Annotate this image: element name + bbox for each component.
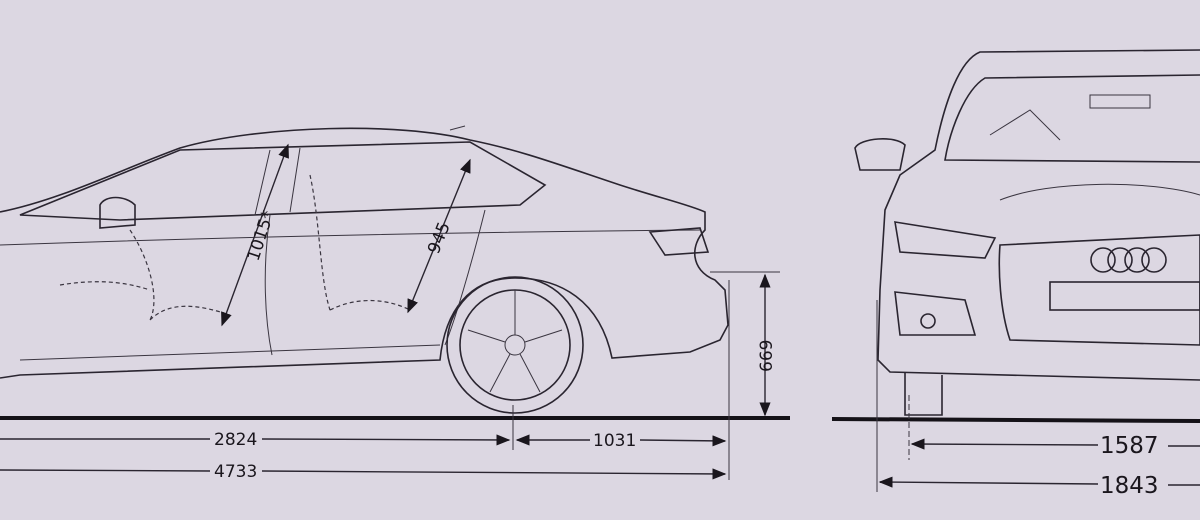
- wheelbase-label: 2824: [214, 430, 257, 450]
- front-headroom-label: 1015*: [244, 208, 279, 263]
- rear-headroom-label: 945: [424, 219, 455, 257]
- side-view-car: [0, 125, 729, 414]
- rear-overhang-label: 1031: [593, 431, 636, 451]
- ground-line-front: [831, 417, 1200, 423]
- sill-height-label: 669: [757, 340, 777, 372]
- track-width-label: 1587: [1100, 433, 1159, 459]
- overall-width-label: 1843: [1100, 473, 1159, 499]
- overall-length-label: 4733: [214, 462, 257, 482]
- rear-headroom-arrow: [407, 158, 471, 314]
- front-view-car: [854, 49, 1200, 416]
- front-headroom-arrow: [221, 143, 289, 327]
